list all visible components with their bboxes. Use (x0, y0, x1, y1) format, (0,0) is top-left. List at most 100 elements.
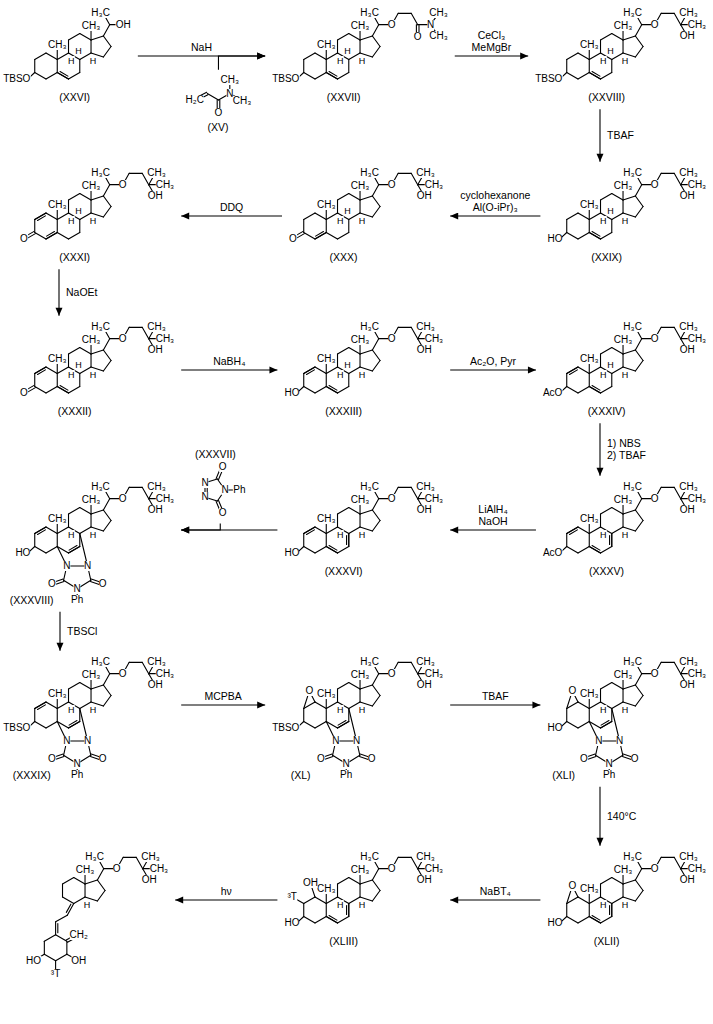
bond-line (329, 386, 337, 391)
atom-label: H₃C (360, 852, 379, 862)
reaction-arrow (181, 367, 277, 374)
bond-line (601, 233, 612, 240)
atom-label: OH (680, 191, 695, 201)
bond-line (57, 387, 68, 394)
bond-line (578, 213, 589, 220)
bond-line (303, 60, 304, 73)
atom-label: HO (15, 548, 30, 558)
atom-label: N (84, 736, 91, 746)
bond-line (80, 194, 91, 201)
atom-label: H (600, 56, 607, 66)
bond-line (304, 527, 315, 534)
atom-label: CH₃ (156, 180, 175, 190)
bond-line (635, 696, 643, 707)
bond-line (103, 685, 111, 696)
bond-line (34, 709, 35, 722)
reagent-label: hν (221, 885, 232, 897)
atom-label: CH₃ (688, 494, 707, 504)
atom-label: O (388, 334, 396, 344)
arrow-line (450, 215, 540, 216)
atom-label: H₃C (85, 852, 104, 862)
bond-line (303, 220, 304, 233)
reaction-arrow (450, 897, 540, 904)
bond-line (57, 374, 58, 387)
arrow-line (450, 899, 540, 900)
atom-label: CH₃ (416, 168, 435, 178)
atom-label: O (119, 334, 127, 344)
reaction-arrow (450, 367, 536, 374)
arrow-head (450, 897, 458, 904)
bond-line (589, 213, 600, 220)
atom-label: HO (284, 548, 299, 558)
bond-line (57, 213, 68, 220)
atom-label: H (344, 360, 351, 370)
bond-line (79, 220, 80, 233)
bond-line (372, 499, 378, 510)
compound-structure: H₃COCH₃CH₃OHCH₃CH₃HHOTBSONNNOOPh(XL) (270, 655, 445, 783)
bond-line (326, 374, 327, 387)
atom-label: H (75, 360, 82, 370)
bond-line (304, 53, 315, 60)
bond-line (103, 696, 111, 707)
bond-line (69, 233, 80, 240)
bond-line (326, 73, 337, 80)
bond-line (661, 173, 674, 174)
compound-number: (XXXI) (59, 251, 90, 263)
bond-line (635, 361, 643, 372)
bond-line (35, 527, 46, 534)
atom-label: OH (303, 878, 318, 888)
bond-line (567, 233, 578, 240)
arrow-line (175, 899, 277, 900)
atom-label: CH₃ (416, 852, 435, 862)
bond-line (635, 185, 641, 196)
bond-line (338, 348, 349, 355)
bond-line (348, 60, 349, 73)
bond-line (612, 878, 623, 885)
compound-number: (XXXVII) (195, 448, 236, 460)
compound-number: (XXVI) (59, 91, 90, 103)
bond-line (38, 530, 46, 535)
reagent-label: cyclohexanone Al(O-iPr)₃ (455, 189, 535, 213)
bond-line (337, 200, 338, 213)
reaction-arrow (181, 523, 220, 533)
bond-line (57, 220, 58, 233)
bond-line (623, 510, 635, 514)
bond-line (91, 510, 103, 514)
bond-line (578, 73, 589, 80)
bond-line (304, 233, 315, 240)
bond-line (103, 350, 111, 361)
atom-label: CH₃ (429, 31, 448, 41)
atom-label: TBSO (535, 74, 562, 84)
bond-line (69, 721, 77, 726)
bond-line (338, 233, 349, 240)
atom-label: N (63, 736, 70, 746)
atom-label: H (359, 370, 366, 380)
bond-line (97, 869, 103, 880)
structure-skeleton (578, 226, 579, 227)
atom-label: O (568, 881, 576, 891)
bond-line (66, 904, 71, 912)
atom-label: CH₃ (679, 168, 698, 178)
bond-line (57, 702, 68, 709)
bond-line (304, 387, 315, 394)
compound-structure: H₃COCH₃CH₃OHCH₃CH₃HHHO(XXX) (287, 166, 445, 265)
atom-label: H (607, 360, 614, 370)
atom-label: O (388, 669, 396, 679)
bond-line (338, 722, 349, 729)
atom-label: O (219, 462, 227, 472)
bond-line (38, 370, 46, 375)
bond-line (103, 207, 111, 218)
bond-line (326, 709, 327, 722)
bond-line (359, 354, 360, 367)
bond-line (338, 34, 349, 41)
bond-line (359, 200, 360, 213)
bond-line (600, 40, 601, 53)
atom-label: H₃C (360, 322, 379, 332)
atom-label: CH₃ (317, 354, 336, 364)
atom-label: O (119, 494, 127, 504)
atom-label: H (359, 705, 366, 715)
bond-line (91, 685, 103, 689)
atom-label: CH₃ (141, 852, 160, 862)
bond-line (326, 220, 327, 233)
bond-line (326, 60, 327, 73)
